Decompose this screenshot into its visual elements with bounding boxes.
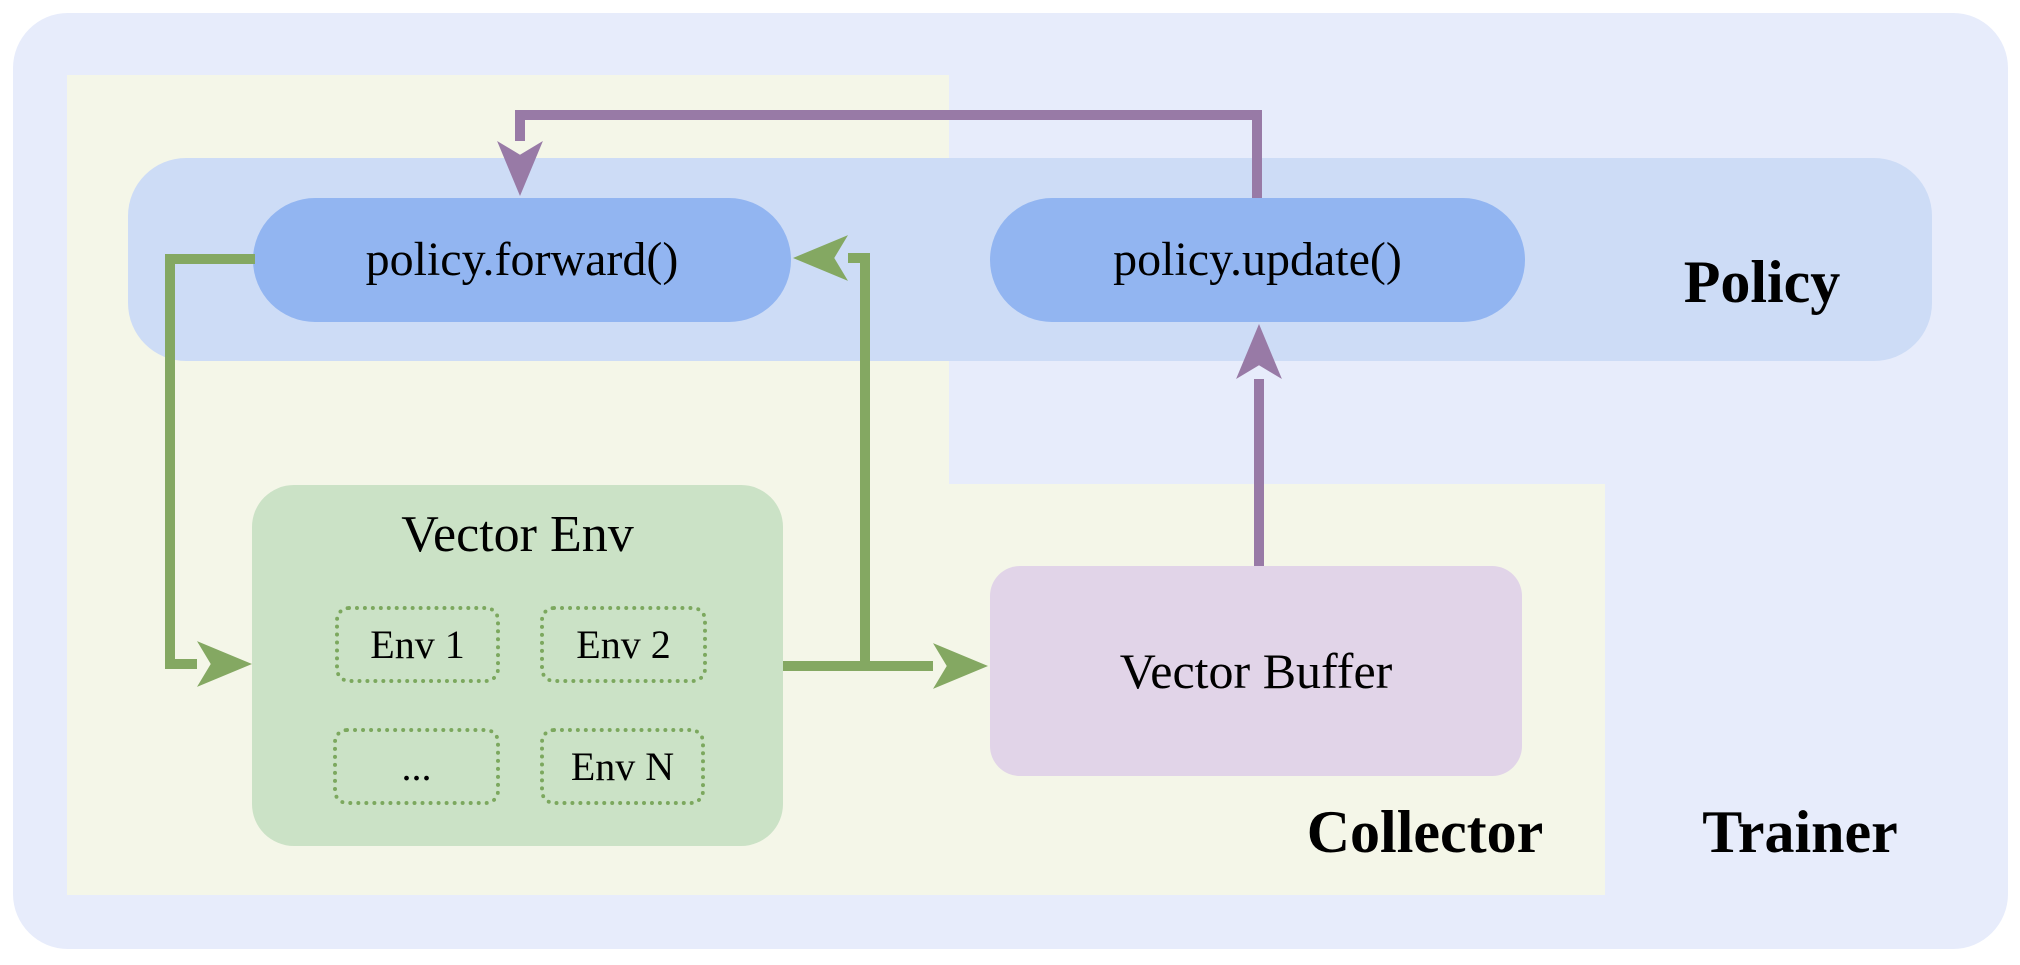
collector-container-label: Collector xyxy=(1306,799,1544,865)
trainer-container-label: Trainer xyxy=(1702,799,1898,865)
vector-buffer-node: Vector Buffer xyxy=(990,566,1522,776)
policy-forward-label: policy.forward() xyxy=(365,233,679,286)
vector-env-title: Vector Env xyxy=(401,506,634,563)
vector-env-node: Vector Env Env 1 Env 2 ... Env N xyxy=(252,485,783,846)
env-chip-2: Env 2 xyxy=(540,606,707,683)
env-chip-1: Env 1 xyxy=(335,606,500,683)
env-chip-n: Env N xyxy=(540,728,705,805)
env-chip-ellipsis: ... xyxy=(333,728,500,805)
policy-update-node: policy.update() xyxy=(990,198,1525,322)
policy-container-label: Policy xyxy=(1683,249,1841,315)
policy-update-label: policy.update() xyxy=(1113,233,1402,286)
policy-forward-node: policy.forward() xyxy=(253,198,791,322)
vector-buffer-label: Vector Buffer xyxy=(1119,643,1393,699)
